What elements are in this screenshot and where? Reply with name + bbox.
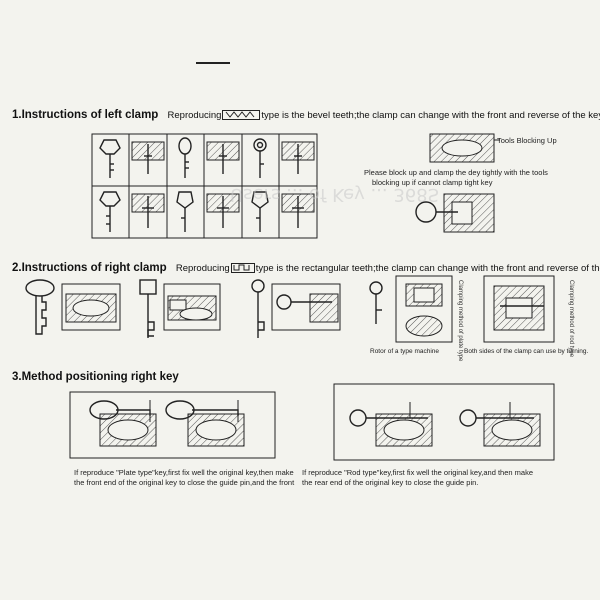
tools-blocking-up-label: Tools Blocking Up <box>497 136 557 145</box>
section-2-heading: 2.Instructions of right clamp Reproducin… <box>12 262 600 274</box>
rod-key-drawing-1 <box>139 279 157 338</box>
block-up-instruction-1: Please block up and clamp the dey tightl… <box>364 168 548 177</box>
clamping-method-rod-diagram <box>483 275 555 343</box>
rod-type-key-small <box>369 281 383 324</box>
rod-type-note-1: If reproduce "Rod type"key,first fix wel… <box>302 468 533 477</box>
right-clamp-rod-diagram-1 <box>163 283 221 331</box>
plate-type-note-1: If reproduce "Plate type"key,first fix w… <box>74 468 294 477</box>
clamping-method-2-label: Clamping method of rod type <box>568 280 574 358</box>
rod-type-note-2: the rear end of the original key to clos… <box>302 478 479 487</box>
right-clamp-rod-diagram-2 <box>271 283 341 331</box>
clamping-method-1-label: Clamping method of plate type <box>457 280 463 362</box>
section-2-title: 2.Instructions of right clamp <box>12 262 167 274</box>
bleed-through-text: Users ... of Key ... 368S <box>230 184 440 205</box>
section-1-title: 1.Instructions of left clamp <box>12 109 159 121</box>
rectangular-teeth-icon <box>230 263 255 274</box>
right-clamp-plate-diagram <box>61 283 121 331</box>
rod-key-drawing-2 <box>251 279 265 338</box>
section-1-heading: 1.Instructions of left clamp Reproducing… <box>12 109 600 121</box>
tools-blocking-diagram-top <box>429 133 500 163</box>
section-2-desc-before: Reproducing <box>175 263 230 274</box>
left-clamp-grid <box>91 133 318 239</box>
plate-key-drawing <box>25 279 55 335</box>
rod-type-positioning-diagram <box>333 383 555 461</box>
both-sides-caption: Both sides of the clamp can use by turni… <box>464 348 589 355</box>
plate-type-positioning-diagram <box>69 391 276 459</box>
section-1-desc-before: Reproducing <box>167 110 222 121</box>
clamping-method-plate-diagram <box>395 275 453 343</box>
section-3-heading: 3.Method positioning right key <box>12 371 179 383</box>
section-2-desc-after: type is the rectangular teeth;the clamp … <box>255 263 600 274</box>
bevel-teeth-icon <box>222 110 261 121</box>
section-3-title: 3.Method positioning right key <box>12 371 179 383</box>
plate-type-note-2: the front end of the original key to clo… <box>74 478 295 487</box>
rotor-caption: Rotor of a type machine <box>370 348 440 355</box>
tools-blocking-diagram-bottom <box>415 193 495 233</box>
section-1-desc-after: type is the bevel teeth;the clamp can ch… <box>261 110 600 121</box>
top-mark <box>196 62 230 64</box>
block-up-instruction-2: blocking up if cannot clamp tight key <box>372 178 493 187</box>
